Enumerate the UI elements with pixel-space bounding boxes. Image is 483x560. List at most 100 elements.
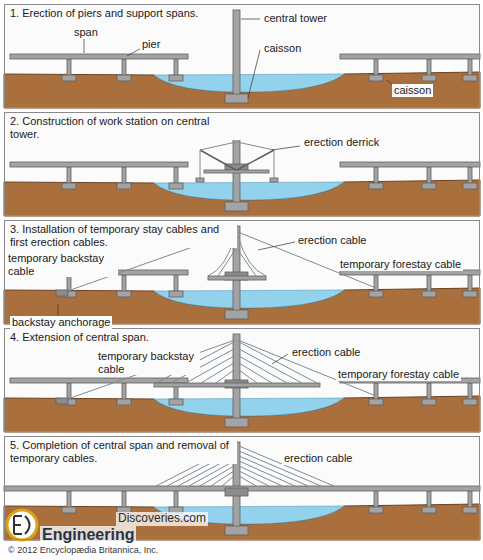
structure-part [10, 54, 188, 59]
leader-line [272, 146, 300, 150]
cable-line [237, 150, 274, 170]
cable-line [200, 466, 234, 486]
structure-part [225, 310, 248, 319]
part-label: erection cable [282, 452, 355, 465]
structure-part [468, 383, 472, 400]
structure-part [374, 167, 378, 184]
sky-ground [4, 220, 480, 324]
stage-panel: 5. Completion of central span and remova… [4, 436, 480, 540]
structure-part [270, 178, 278, 182]
part-label: erection cable [296, 234, 369, 247]
structure-part [369, 507, 383, 513]
cable-line [62, 340, 235, 401]
ground [4, 72, 480, 108]
river [154, 398, 344, 416]
structure-part [340, 162, 480, 167]
sky-ground [4, 328, 480, 432]
structure-part [374, 275, 378, 292]
structure-part [67, 59, 71, 76]
part-label: temporary backstay cable [6, 252, 118, 277]
ground [4, 396, 480, 432]
structure-part [422, 507, 436, 513]
step-heading: 3. Installation of temporary stay cables… [8, 223, 237, 248]
structure-part [122, 167, 126, 184]
cable-line [239, 466, 282, 486]
cable-line [200, 150, 236, 170]
cable-line [200, 142, 236, 150]
copyright-notice: © 2012 Encyclopædia Britannica, Inc. [6, 545, 160, 555]
part-label: temporary forestay cable [336, 368, 461, 381]
cable-line [239, 363, 272, 383]
structure-part [169, 291, 183, 297]
stage-illustration [4, 4, 480, 108]
structure-part [174, 167, 178, 184]
structure-part [233, 334, 240, 420]
structure-part [468, 167, 472, 184]
part-label: erection cable [290, 346, 363, 359]
part-label: temporary forestay cable [338, 258, 463, 271]
cable-line [218, 250, 235, 276]
leader-line [58, 304, 59, 316]
structure-part [174, 491, 178, 508]
cable-line [189, 461, 234, 486]
structure-part [427, 383, 431, 400]
part-label: pier [140, 38, 162, 51]
stage-illustration [4, 220, 480, 324]
logo-mark [14, 516, 30, 534]
river [154, 290, 344, 308]
step-heading: 5. Completion of central span and remova… [8, 439, 237, 464]
step-heading: 2. Construction of work station on centr… [8, 115, 242, 140]
river [154, 74, 344, 92]
cable-line [201, 363, 234, 383]
leader-line [248, 50, 260, 98]
structure-part [204, 170, 269, 173]
part-label: span [72, 26, 100, 39]
structure-part [468, 491, 472, 508]
structure-part [463, 183, 477, 189]
structure-part [67, 167, 71, 184]
structure-part [169, 75, 183, 81]
cable-line [238, 250, 256, 276]
structure-part [62, 507, 76, 513]
structure-part [67, 275, 71, 292]
sky-ground [4, 436, 480, 540]
structure-part [67, 383, 71, 400]
structure-part [208, 276, 266, 280]
river [154, 182, 344, 200]
cable-line [211, 471, 234, 486]
structure-part [122, 275, 126, 292]
structure-part [225, 418, 248, 427]
structure-part [122, 59, 126, 76]
sky-ground [4, 112, 480, 216]
watermark: Engineering [40, 526, 136, 544]
structure-part [463, 75, 477, 81]
part-label: temporary backstay cable [96, 350, 200, 375]
structure-part [225, 94, 248, 103]
structure-part [62, 75, 76, 81]
structure-part [369, 399, 383, 405]
structure-part [340, 54, 480, 59]
structure-part [122, 491, 126, 508]
structure-part [463, 507, 477, 513]
structure-part [225, 202, 248, 211]
structure-part [369, 183, 383, 189]
part-label: erection derrick [302, 136, 381, 149]
structure-part [422, 75, 436, 81]
logo-mark [7, 510, 37, 540]
watermark: Discoveries.com [116, 512, 208, 526]
stage-panel: 2. Construction of work station on centr… [4, 112, 480, 216]
stage-illustration [4, 328, 480, 432]
structure-part [369, 291, 383, 297]
structure-part [427, 275, 431, 292]
structure-part [174, 59, 178, 76]
structure-part [463, 291, 477, 297]
structure-part [169, 183, 183, 189]
structure-part [369, 75, 383, 81]
structure-part [56, 398, 68, 404]
structure-part [374, 491, 378, 508]
structure-part [225, 488, 248, 496]
structure-part [233, 10, 240, 96]
structure-part [67, 491, 71, 508]
cable-line [200, 150, 201, 178]
structure-part [10, 162, 188, 167]
